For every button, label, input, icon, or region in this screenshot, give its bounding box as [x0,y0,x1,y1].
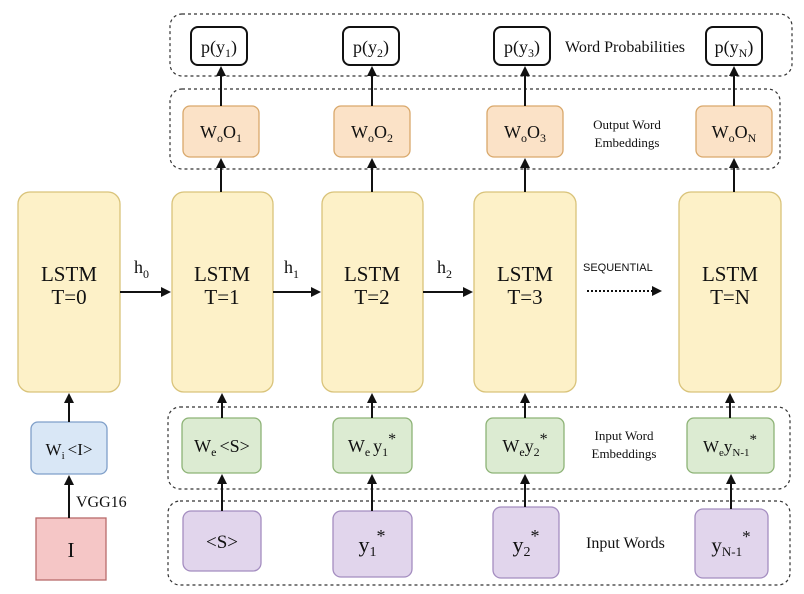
output-embedding-node-n: WoON [695,105,773,158]
output-embedding-node-3: WoO3 [486,105,564,158]
input-word-node-1: <S> [182,510,262,572]
hidden-state-h1: h1 [284,257,299,281]
svg-text:WoON: WoON [712,122,757,145]
input-embedding-node-n: WeyN-1* [686,417,775,474]
probability-node-n: p(yN) [705,26,763,66]
svg-text:WoO1: WoO1 [200,122,242,145]
lstm-cell-t2: LSTM T=2 [321,191,424,393]
prob-pre: p(y [201,37,225,58]
svg-text:LSTM: LSTM [344,262,400,286]
svg-text:LSTM: LSTM [497,262,553,286]
probability-node-3: p(y3) [493,26,551,66]
svg-text:T=1: T=1 [204,285,239,309]
prob-post: ) [231,37,237,58]
svg-text:T=0: T=0 [51,285,86,309]
lstm-cell-tn: LSTM T=N [678,191,782,393]
svg-text:T=2: T=2 [354,285,389,309]
sequential-label: SEQUENTIAL [583,262,653,274]
svg-text:p(y1): p(y1) [201,37,237,60]
svg-text:LSTM: LSTM [702,262,758,286]
svg-text:I: I [68,538,75,562]
svg-text:p(yN): p(yN) [715,37,754,60]
svg-text:WoO3: WoO3 [504,122,546,145]
input-word-node-3: y2* [492,506,560,579]
probability-node-2: p(y2) [342,26,400,66]
input-words-label: Input Words [586,535,665,552]
svg-text:T=3: T=3 [507,285,542,309]
svg-text:LSTM: LSTM [41,262,97,286]
lstm-cell-t0: LSTM T=0 [17,191,121,393]
svg-text:T=N: T=N [710,285,750,309]
svg-text:y2*: y2* [513,526,540,560]
image-node: I [35,517,107,581]
svg-text:y1*: y1* [359,526,386,560]
arrows [64,66,739,518]
probability-node-1: p(y1) [190,26,248,66]
input-embeddings-group [167,406,791,490]
input-word-node-n: yN-1* [694,508,769,579]
svg-text:p(y2): p(y2) [353,37,389,60]
svg-text:Wi<I>: Wi<I> [46,440,93,462]
hidden-state-h2: h2 [437,257,452,281]
word-probabilities-group [169,13,793,77]
prob-sub: 1 [225,46,231,60]
image-embedding-node: Wi<I> [30,421,108,475]
svg-text:We<S>: We<S> [194,436,250,459]
input-embedding-node-3: Wey2* [485,417,565,474]
svg-text:LSTM: LSTM [194,262,250,286]
svg-text:WoO2: WoO2 [351,122,393,145]
input-word-node-2: y1* [332,510,413,578]
input-embedding-node-1: We<S> [181,417,262,474]
svg-text:yN-1*: yN-1* [711,527,750,559]
lstm-cell-t3: LSTM T=3 [473,191,577,393]
svg-text:<S>: <S> [206,532,238,553]
output-embedding-node-1: WoO1 [182,105,260,158]
svg-text:WeyN-1*: WeyN-1* [703,432,757,459]
lstm-cell-t1: LSTM T=1 [171,191,274,393]
word-probabilities-label: Word Probabilities [565,39,685,56]
output-embedding-node-2: WoO2 [333,105,411,158]
vgg16-label: VGG16 [76,494,127,511]
svg-text:Wey2*: Wey2* [502,431,547,459]
hidden-state-h0: h0 [134,257,149,281]
output-embeddings-group [169,88,781,170]
svg-text:p(y3): p(y3) [504,37,540,60]
